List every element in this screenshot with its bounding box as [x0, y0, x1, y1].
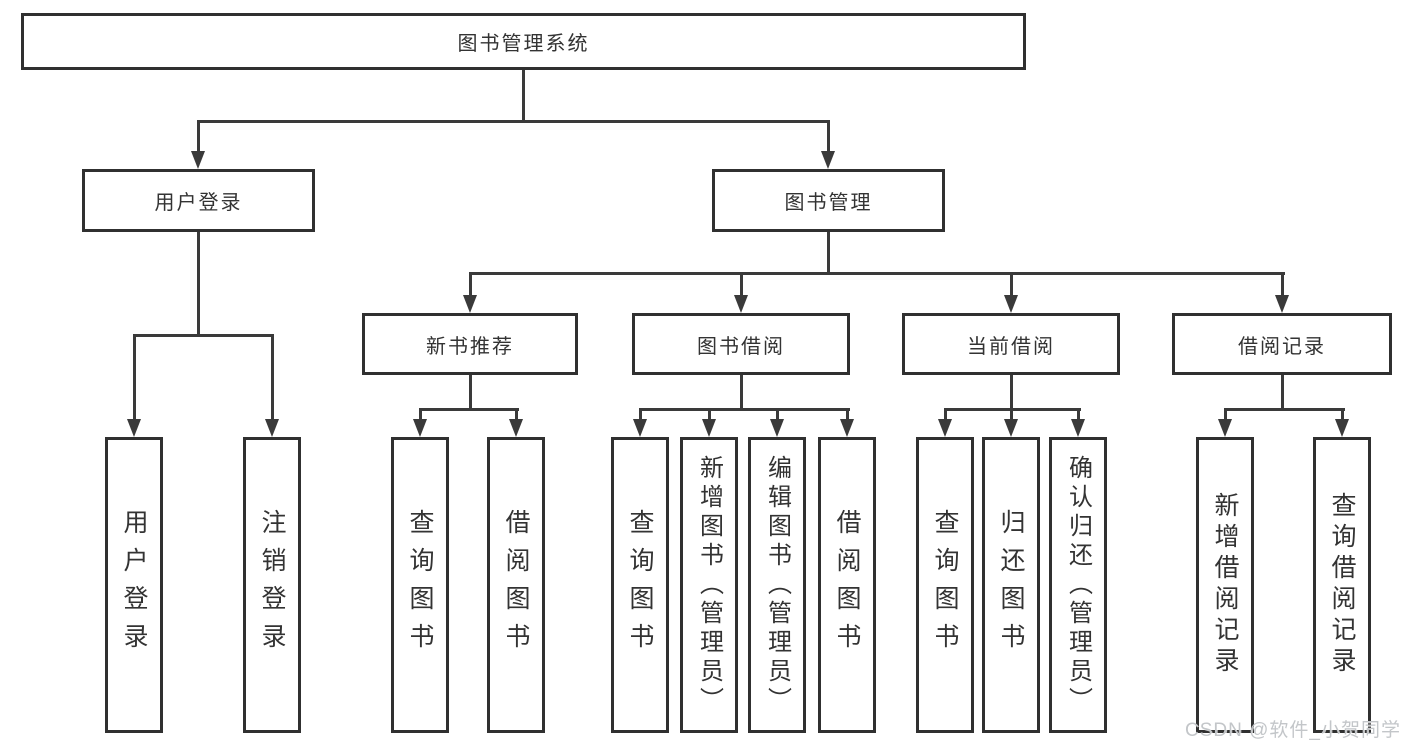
- connector-borrow-records-rail: [1224, 408, 1345, 411]
- arrow-down-connector: [1275, 275, 1289, 313]
- node-label: 借阅记录: [1238, 335, 1326, 358]
- arrow-down-icon: [840, 419, 854, 437]
- node-label: 编辑图书（管理员）: [763, 454, 791, 716]
- node-label: 用户登录: [154, 192, 243, 214]
- node-label: 查询图书: [626, 509, 654, 661]
- arrow-down-icon: [127, 419, 141, 437]
- arrow-down-connector: [127, 337, 141, 437]
- connector-book-borrow-rail: [639, 408, 850, 411]
- leaf-logout-login: 注销登录: [243, 437, 301, 733]
- connector-book-mgmt-stub: [827, 232, 830, 275]
- connector-user-login-rail: [133, 334, 274, 337]
- arrow-down-icon: [1071, 419, 1085, 437]
- arrow-down-connector: [1004, 275, 1018, 313]
- arrow-down-connector: [702, 411, 716, 437]
- arrow-down-connector: [734, 275, 748, 313]
- leaf-query-book-recommend: 查询图书: [391, 437, 449, 733]
- node-label: 图书借阅: [697, 335, 785, 358]
- arrow-down-icon: [509, 419, 523, 437]
- arrow-down-icon: [463, 295, 477, 313]
- leaf-query-book-current: 查询图书: [916, 437, 974, 733]
- node-user-login: 用户登录: [82, 169, 315, 232]
- arrow-down-connector: [840, 411, 854, 437]
- connector-current-borrow-stub: [1010, 375, 1013, 411]
- node-label: 新书推荐: [426, 335, 514, 358]
- connector-user-login-stub: [197, 232, 200, 336]
- arrow-down-connector: [191, 123, 205, 169]
- leaf-query-borrow-record: 查询借阅记录: [1313, 437, 1371, 733]
- connector-level2-rail: [469, 272, 1285, 275]
- node-new-book-recommend: 新书推荐: [362, 313, 578, 375]
- leaf-return-book: 归还图书: [982, 437, 1040, 733]
- node-label: 用户登录: [120, 509, 148, 661]
- node-book-management: 图书管理: [712, 169, 945, 232]
- arrow-down-connector: [1335, 411, 1349, 437]
- arrow-down-connector: [821, 123, 835, 169]
- node-label: 新增借阅记录: [1211, 492, 1239, 678]
- csdn-watermark: CSDN @软件_小贺同学: [1185, 720, 1401, 741]
- node-root-library-system: 图书管理系统: [21, 13, 1026, 70]
- connector-book-borrow-stub: [740, 375, 743, 411]
- arrow-down-icon: [633, 419, 647, 437]
- arrow-down-icon: [1275, 295, 1289, 313]
- arrow-down-icon: [734, 295, 748, 313]
- node-label: 归还图书: [997, 509, 1025, 661]
- connector-new-rec-rail: [419, 408, 519, 411]
- node-borrow-records: 借阅记录: [1172, 313, 1392, 375]
- arrow-down-icon: [1335, 419, 1349, 437]
- arrow-down-icon: [1004, 295, 1018, 313]
- arrow-down-connector: [1004, 411, 1018, 437]
- arrow-down-icon: [191, 151, 205, 169]
- connector-level1-rail: [197, 120, 830, 123]
- arrow-down-connector: [633, 411, 647, 437]
- arrow-down-icon: [1004, 419, 1018, 437]
- arrow-down-connector: [770, 411, 784, 437]
- arrow-down-icon: [265, 419, 279, 437]
- leaf-borrow-book-recommend: 借阅图书: [487, 437, 545, 733]
- arrow-down-icon: [1218, 419, 1232, 437]
- arrow-down-icon: [413, 419, 427, 437]
- arrow-down-connector: [509, 411, 523, 437]
- arrow-down-icon: [702, 419, 716, 437]
- node-label: 查询图书: [931, 509, 959, 661]
- arrow-down-connector: [413, 411, 427, 437]
- leaf-add-borrow-record: 新增借阅记录: [1196, 437, 1254, 733]
- arrow-down-connector: [1071, 411, 1085, 437]
- node-label: 注销登录: [258, 509, 286, 661]
- arrow-down-connector: [265, 337, 279, 437]
- node-label: 当前借阅: [967, 335, 1055, 358]
- leaf-confirm-return-admin: 确认归还（管理员）: [1049, 437, 1107, 733]
- node-label: 图书管理: [784, 192, 873, 214]
- connector-current-borrow-rail: [944, 408, 1081, 411]
- leaf-add-book-admin: 新增图书（管理员）: [680, 437, 738, 733]
- leaf-query-book-borrow: 查询图书: [611, 437, 669, 733]
- connector-new-rec-stub: [469, 375, 472, 411]
- leaf-edit-book-admin: 编辑图书（管理员）: [748, 437, 806, 733]
- leaf-borrow-book: 借阅图书: [818, 437, 876, 733]
- node-book-borrow: 图书借阅: [632, 313, 850, 375]
- leaf-user-login: 用户登录: [105, 437, 163, 733]
- arrow-down-icon: [938, 419, 952, 437]
- arrow-down-icon: [770, 419, 784, 437]
- node-label: 查询借阅记录: [1328, 492, 1356, 678]
- node-label: 借阅图书: [502, 509, 530, 661]
- connector-borrow-records-stub: [1281, 375, 1284, 411]
- arrow-down-connector: [1218, 411, 1232, 437]
- connector-root-stub: [522, 70, 525, 121]
- arrow-down-connector: [463, 275, 477, 313]
- node-label: 新增图书（管理员）: [695, 454, 723, 716]
- node-current-borrow: 当前借阅: [902, 313, 1120, 375]
- arrow-down-icon: [821, 151, 835, 169]
- arrow-down-connector: [938, 411, 952, 437]
- node-label: 图书管理系统: [457, 33, 590, 55]
- node-label: 查询图书: [406, 509, 434, 661]
- node-label: 借阅图书: [833, 509, 861, 661]
- node-label: 确认归还（管理员）: [1064, 454, 1092, 716]
